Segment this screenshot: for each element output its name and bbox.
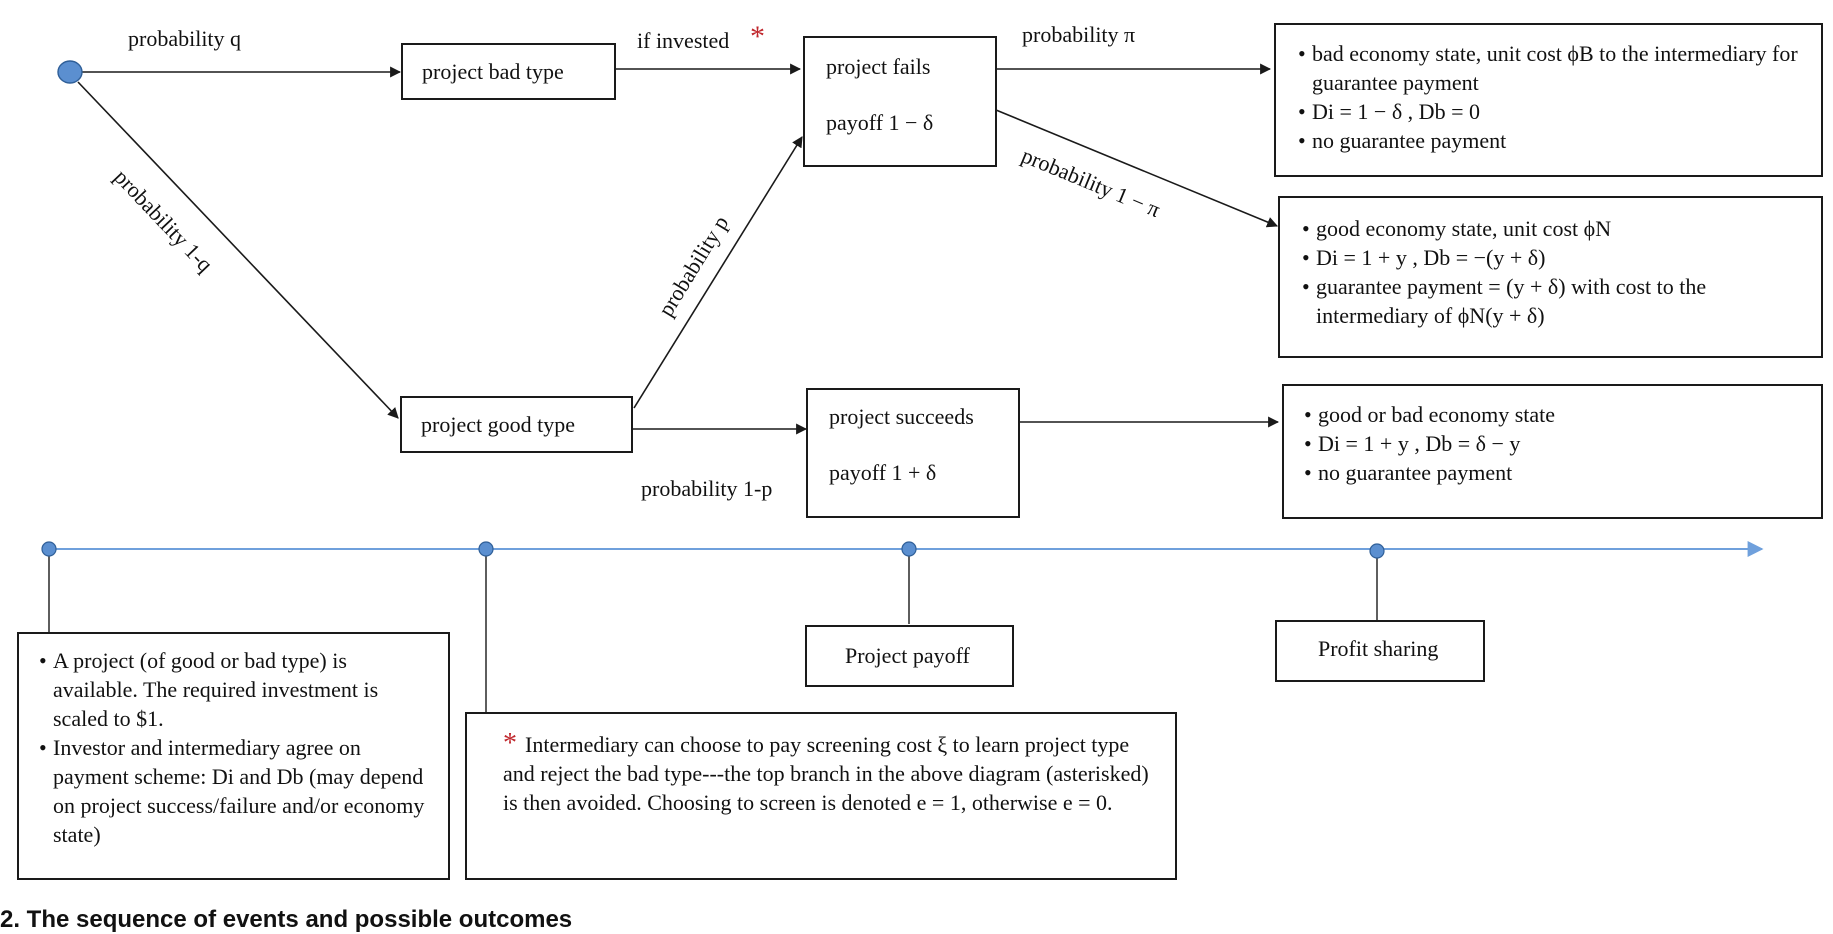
label-probability-1-minus-pi: probability 1 − π [1018,143,1164,223]
box-project-bad-type-label: project bad type [422,59,564,84]
box-project-payoff: Project payoff [805,625,1014,687]
project-fails-payoff: payoff 1 − δ [826,110,934,135]
label-probability-1-p: probability 1-p [641,476,772,501]
box-project-good-type: project good type [400,396,633,453]
outcome-success-item: no guarantee payment [1304,458,1807,487]
box-screening-note: * Intermediary can choose to pay screeni… [465,712,1177,880]
box-timeline-start: A project (of good or bad type) is avail… [17,632,450,880]
arrow-good-type-to-fails [633,136,803,409]
project-succeeds-payoff: payoff 1 + δ [829,460,937,485]
box-outcome-success: good or bad economy state Di = 1 + y , D… [1282,384,1823,519]
outcome-good-economy-item: good economy state, unit cost ϕN [1302,214,1807,243]
timeline-point-4 [1369,543,1385,559]
asterisk-if-invested: * [750,20,765,53]
label-probability-1-q: probability 1-q [109,164,218,277]
box-project-succeeds: project succeeds payoff 1 + δ [806,388,1020,518]
profit-sharing-label: Profit sharing [1318,636,1439,661]
box-outcome-good-economy: good economy state, unit cost ϕN Di = 1 … [1278,196,1823,358]
outcome-bad-economy-item: bad economy state, unit cost ϕB to the i… [1298,39,1807,97]
timeline-start-item: Investor and intermediary agree on payme… [39,733,436,849]
label-probability-q: probability q [128,26,241,51]
screening-asterisk: * [503,728,517,759]
timeline-point-3 [901,541,917,557]
arrow-fails-to-good-economy [995,109,1279,228]
label-probability-pi: probability π [1022,22,1135,47]
outcome-good-economy-item: Di = 1 + y , Db = −(y + δ) [1302,243,1807,272]
figure-caption: 2. The sequence of events and possible o… [0,906,573,933]
root-node [57,60,83,84]
outcome-good-economy-item: guarantee payment = (y + δ) with cost to… [1302,272,1807,330]
timeline-point-2 [478,541,494,557]
label-if-invested: if invested [637,28,729,53]
box-project-bad-type: project bad type [401,43,616,100]
box-profit-sharing: Profit sharing [1275,620,1485,682]
box-project-good-type-label: project good type [421,412,575,437]
project-fails-title: project fails [826,54,931,79]
project-succeeds-title: project succeeds [829,404,974,429]
outcome-bad-economy-item: Di = 1 − δ , Db = 0 [1298,97,1807,126]
outcome-success-item: good or bad economy state [1304,400,1807,429]
screening-note-text: Intermediary can choose to pay screening… [503,732,1149,816]
box-project-fails: project fails payoff 1 − δ [803,36,997,167]
project-payoff-label: Project payoff [845,643,970,668]
arrow-root-to-good-type [77,81,399,419]
box-outcome-bad-economy: bad economy state, unit cost ϕB to the i… [1274,23,1823,177]
timeline-point-1 [41,541,57,557]
timeline-start-item: A project (of good or bad type) is avail… [39,646,436,733]
outcome-success-item: Di = 1 + y , Db = δ − y [1304,429,1807,458]
outcome-bad-economy-item: no guarantee payment [1298,126,1807,155]
